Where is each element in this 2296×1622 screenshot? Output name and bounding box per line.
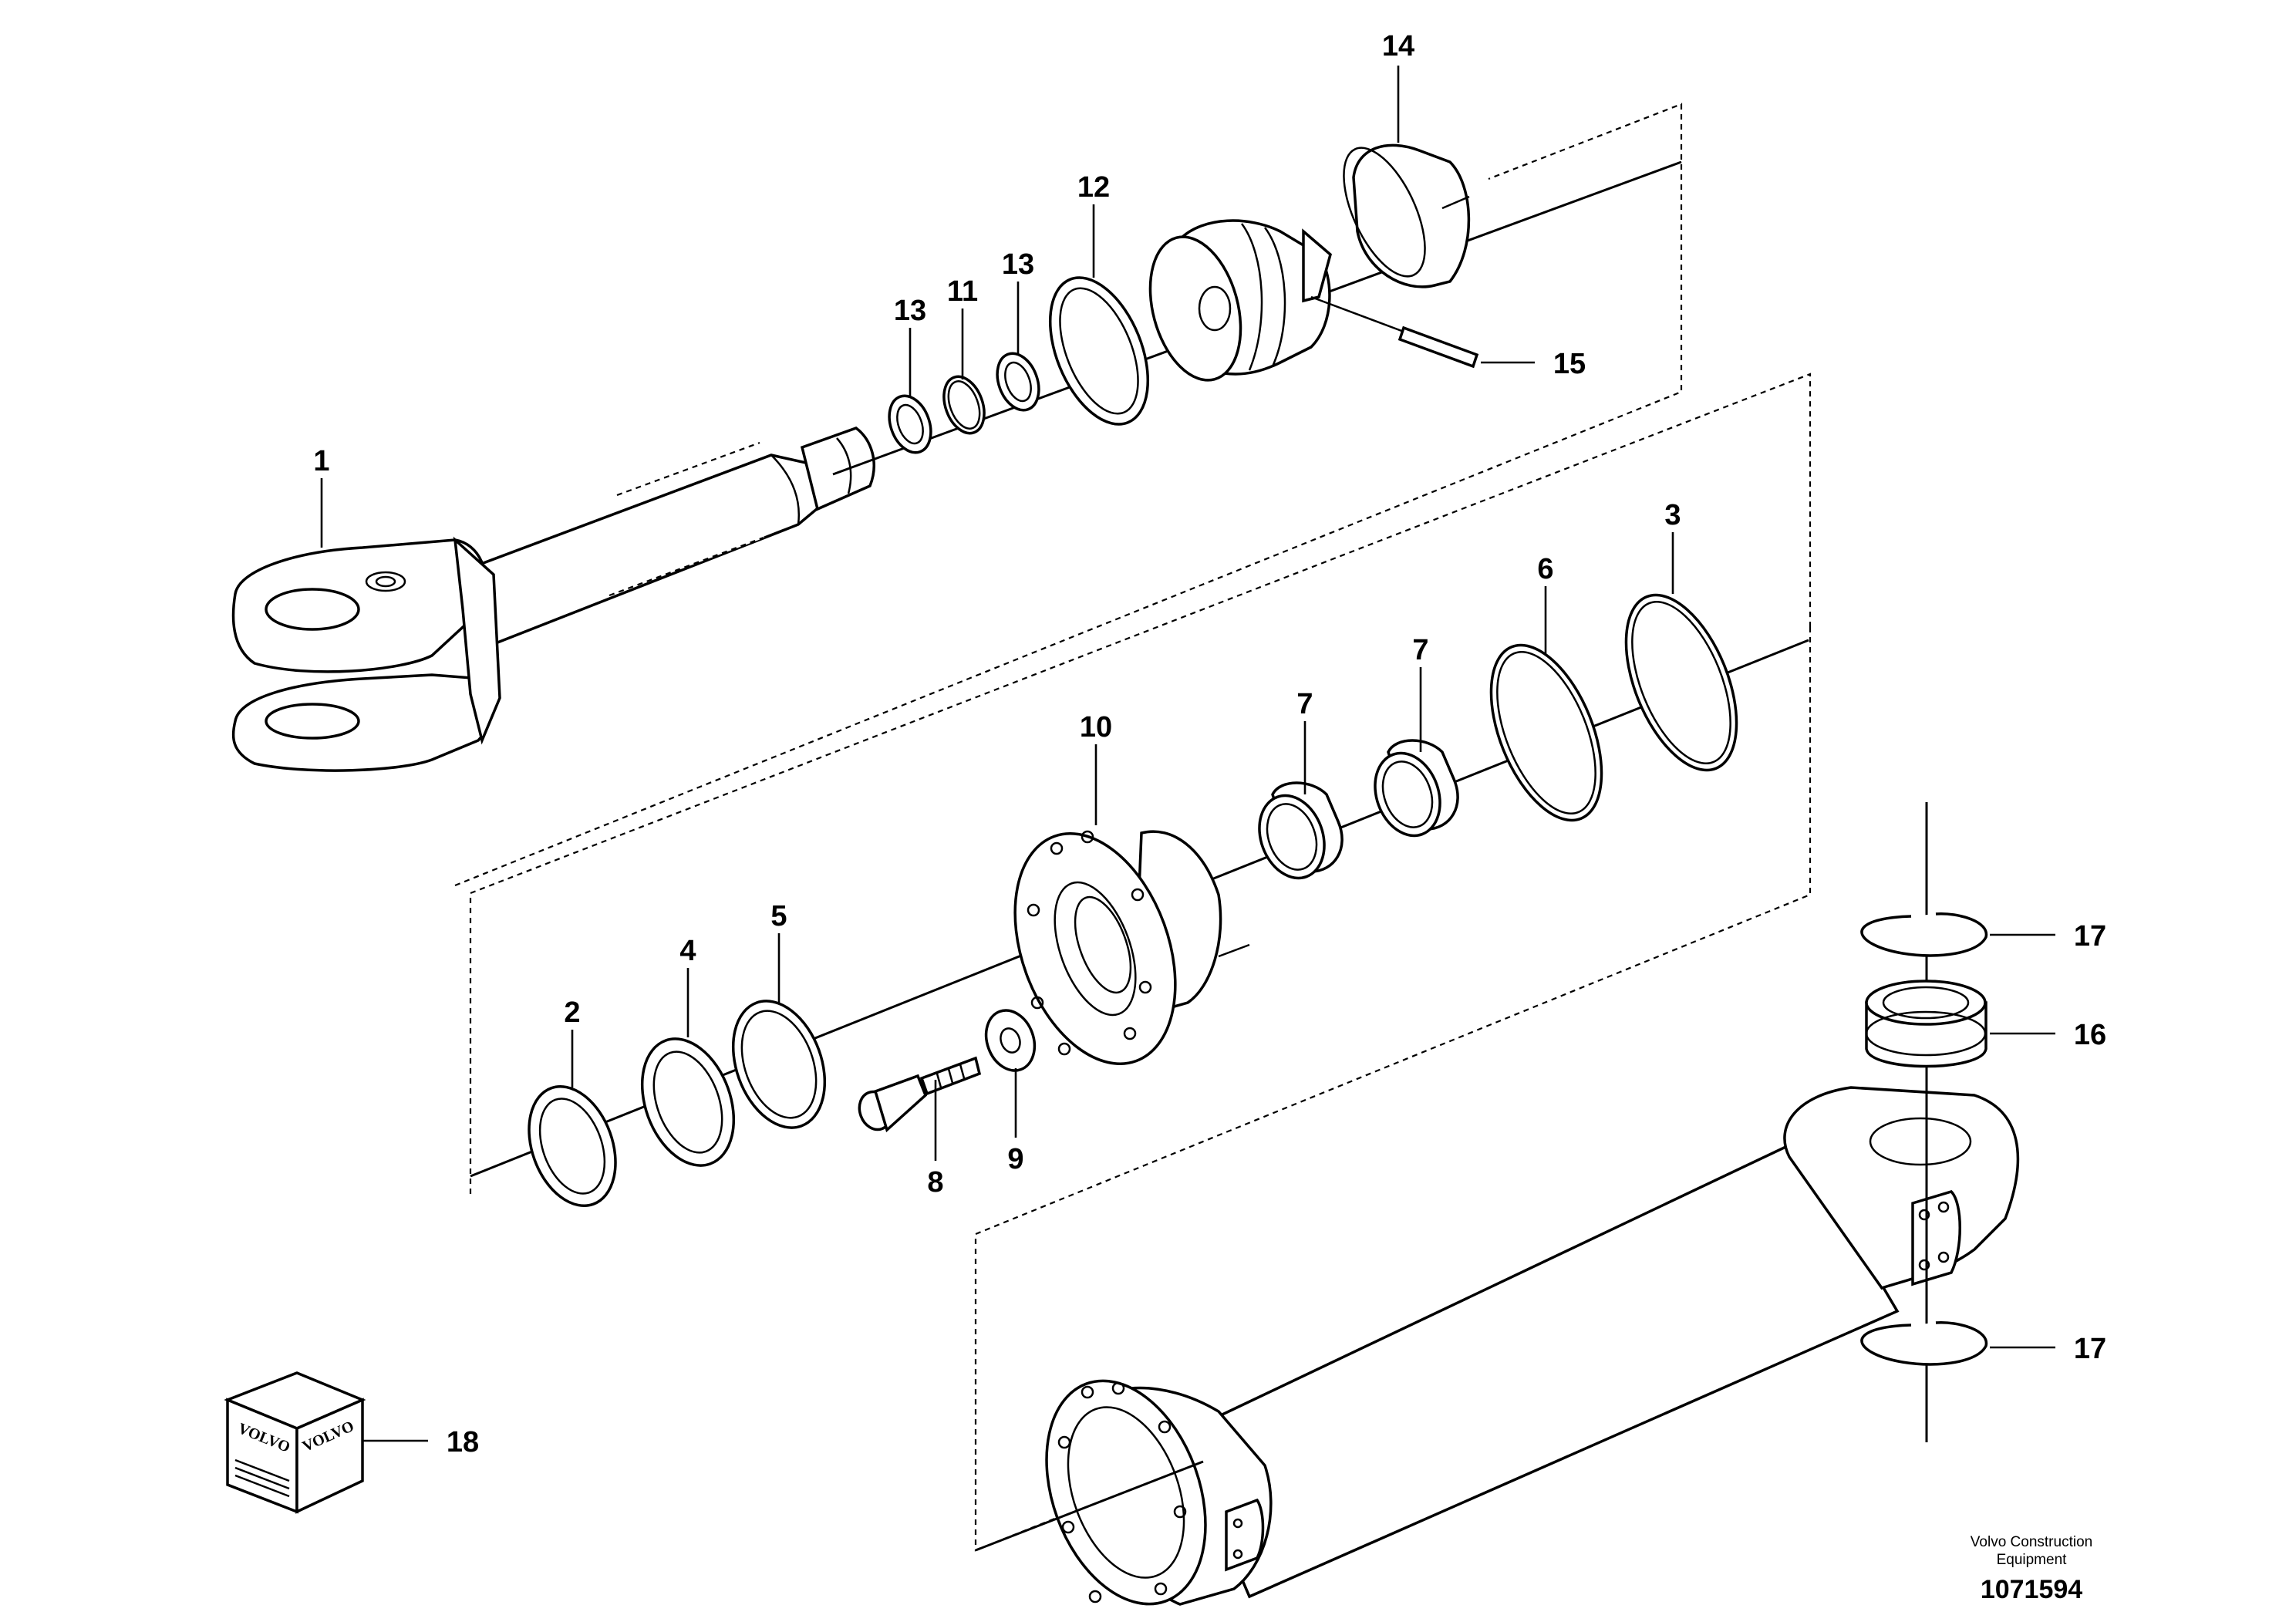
callout-3: 3 [1664, 499, 1681, 531]
callout-17a: 17 [2074, 920, 2106, 953]
callout-7a: 7 [1296, 688, 1313, 720]
callout-13a: 13 [894, 295, 926, 327]
callout-4: 4 [679, 935, 696, 967]
backup-ring-3 [1624, 593, 1738, 772]
callout-5: 5 [770, 900, 787, 932]
piston-seal-12 [1048, 276, 1150, 426]
callout-7b: 7 [1412, 634, 1428, 666]
footer-brand: Volvo Construction Equipment 1071594 [1971, 1534, 2092, 1604]
cylinder-tube [1045, 1086, 2020, 1606]
callout-labels: 1 2 3 4 5 6 7 7 8 9 10 11 12 13 13 14 15… [313, 30, 2106, 1458]
seal-ring-13a [888, 394, 932, 454]
callout-13b: 13 [1002, 248, 1034, 281]
o-ring-11 [942, 375, 986, 435]
rod-seal-4 [640, 1037, 736, 1167]
wear-ring-14 [1343, 143, 1471, 288]
brand-line-2: Equipment [1997, 1552, 2068, 1568]
lock-pin-15 [1310, 295, 1479, 369]
callout-9: 9 [1007, 1143, 1023, 1175]
callout-16: 16 [2074, 1019, 2106, 1051]
spherical-bearing-16 [1865, 980, 1988, 1068]
lower-axis [975, 1460, 1204, 1552]
seal-ring-13b [996, 352, 1040, 412]
document-number: 1071594 [1981, 1575, 2082, 1604]
callout-11: 11 [947, 275, 978, 308]
callout-15: 15 [1553, 348, 1586, 380]
seal-5 [731, 1000, 827, 1129]
scraper-ring-2 [528, 1084, 617, 1208]
screw-8 [858, 1056, 982, 1133]
snap-ring-17a [1860, 912, 1988, 957]
piston [1148, 219, 1332, 382]
callout-17b: 17 [2074, 1333, 2106, 1365]
brand-line-1: Volvo Construction [1971, 1534, 2092, 1550]
o-ring-6 [1489, 643, 1603, 822]
washer-9 [984, 1009, 1037, 1072]
callout-14: 14 [1382, 30, 1414, 62]
callout-18: 18 [447, 1426, 479, 1458]
callout-6: 6 [1537, 553, 1553, 585]
leader-lines [320, 66, 2055, 1442]
guide-ring-7a [1258, 781, 1344, 880]
assembly-frame-upper [454, 103, 1683, 887]
cylinder-head-10 [1013, 830, 1250, 1065]
callout-2: 2 [564, 996, 580, 1029]
callout-8: 8 [927, 1166, 943, 1199]
piston-rod [231, 427, 875, 772]
callout-12: 12 [1077, 171, 1110, 204]
snap-ring-17b [1860, 1321, 1988, 1366]
guide-ring-7b [1374, 739, 1459, 838]
assembly-frame-middle [469, 373, 1812, 1552]
callout-10: 10 [1080, 711, 1112, 744]
seal-kit-box: VOLVO VOLVO [224, 1371, 366, 1514]
callout-1: 1 [313, 445, 329, 477]
